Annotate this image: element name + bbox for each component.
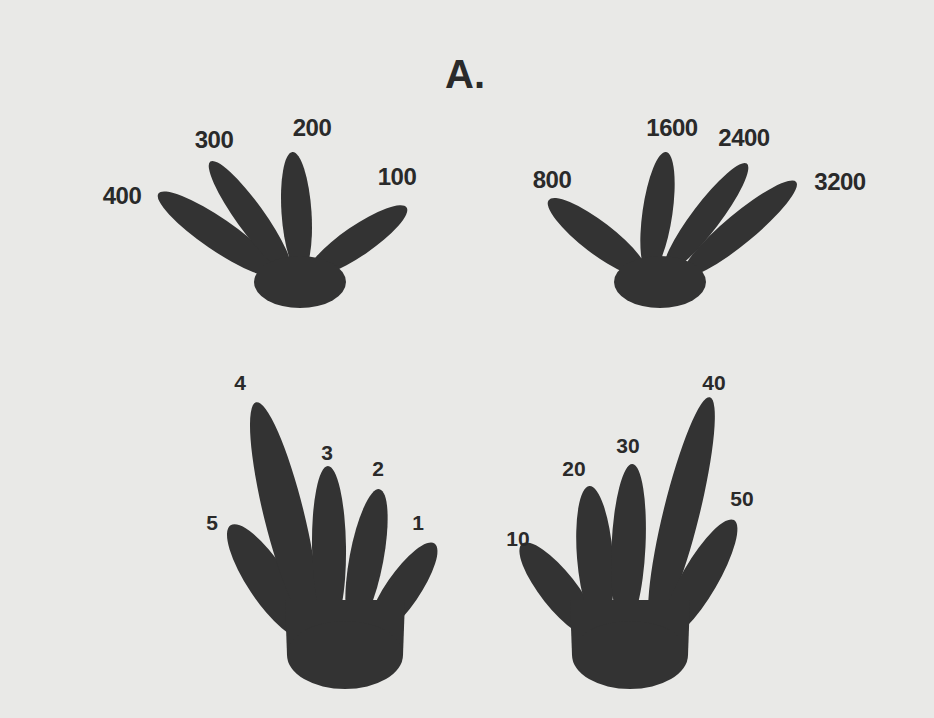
palm bbox=[254, 256, 346, 308]
panel-title: A. bbox=[445, 54, 485, 94]
palm bbox=[614, 256, 706, 308]
finger-value: 5 bbox=[206, 512, 218, 533]
finger-value: 2 bbox=[372, 458, 384, 479]
finger-value: 200 bbox=[293, 116, 332, 140]
finger bbox=[278, 151, 316, 274]
hand-shape bbox=[508, 393, 750, 689]
finger-value: 20 bbox=[562, 458, 585, 479]
palm bbox=[287, 621, 403, 689]
finger-value: 2400 bbox=[718, 126, 769, 150]
finger-value: 3200 bbox=[814, 170, 865, 194]
hand-shape bbox=[539, 150, 806, 308]
palm bbox=[572, 621, 688, 689]
finger-value: 1 bbox=[412, 512, 424, 533]
finger-value: 300 bbox=[195, 128, 234, 152]
finger-value: 10 bbox=[506, 528, 529, 549]
hand-shape bbox=[149, 151, 415, 308]
finger-value: 40 bbox=[702, 372, 725, 393]
hand-shape bbox=[214, 397, 449, 689]
finger-value: 3 bbox=[321, 442, 333, 463]
finger-value: 50 bbox=[730, 488, 753, 509]
finger-value: 100 bbox=[378, 165, 417, 189]
finger-value: 4 bbox=[234, 372, 246, 393]
finger-value: 400 bbox=[103, 184, 142, 208]
finger-value: 1600 bbox=[646, 116, 697, 140]
finger-value: 30 bbox=[616, 435, 639, 456]
finger-value: 800 bbox=[533, 168, 572, 192]
